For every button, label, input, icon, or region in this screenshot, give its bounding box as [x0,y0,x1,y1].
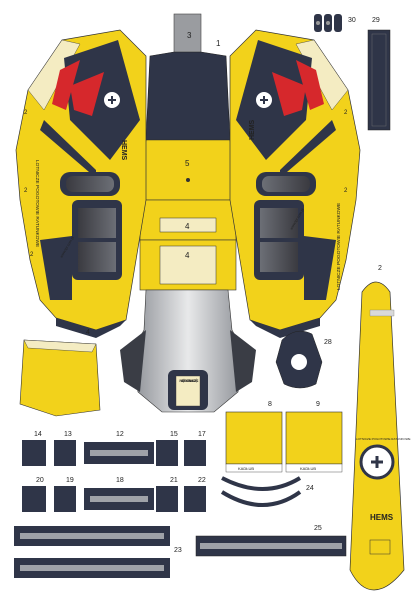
part-number-21: 21 [170,477,178,484]
tail-hems-text: HEMS [370,513,394,522]
small-parts-row-2 [22,486,206,512]
part-number-15: 15 [170,431,178,438]
left-hems-text: HEMS [120,140,127,161]
right-part-number-2b: 2 [344,188,348,194]
tail-part-number-2: 2 [378,265,382,272]
part-9-panel [285,411,343,473]
left-service-name: LOTNICZE POGOTOWIE RATUNKOWE [34,160,40,247]
kadlub-label-right: KADŁUB [300,466,316,471]
part-number-5: 5 [185,159,190,168]
part-number-28: 28 [324,339,332,346]
part-number-9: 9 [316,401,320,408]
part-number-30: 30 [348,17,356,24]
part-number-25: 25 [314,525,322,532]
part-number-18: 18 [116,477,124,484]
right-part-number-2a: 2 [344,110,348,116]
part-number-4-upper: 4 [185,222,190,231]
part-number-13: 13 [64,431,72,438]
part-number-3: 3 [187,31,192,40]
tail-boom-part [349,281,405,591]
central-spine [137,13,239,300]
part-number-24: 24 [306,485,314,492]
part-29-strip [367,29,391,131]
part-number-1: 1 [216,39,221,48]
left-fuselage-side [15,29,147,331]
right-hems-text: HEMS [249,119,256,140]
part-23-strips [14,526,170,578]
part-28 [275,330,323,389]
part-24-arcs [220,476,302,507]
part-number-12: 12 [116,431,124,438]
part-number-4-panel: 4 [86,329,90,336]
part-8-panel [225,411,283,473]
part-number-20: 20 [36,477,44,484]
part-number-22: 22 [198,477,206,484]
small-parts-row-1 [22,440,206,466]
part-number-14: 14 [34,431,42,438]
part-number-29: 29 [372,17,380,24]
right-fuselage-side [229,29,361,338]
part-number-4-lower: 4 [185,251,190,260]
part-number-19: 19 [66,477,74,484]
left-part-number-2c: 2 [30,252,34,258]
nose-cone-part [120,289,256,413]
part-25-strip [195,535,347,557]
tail-ring-text: LOTNICZE POGOTOWIE RATUNKOWE [356,437,411,441]
cut-note: WYCIĄĆ PO WKLEJENIU WALCA CZĘŚCI [179,378,199,383]
part-number-17: 17 [198,431,206,438]
right-service-name: LOTNICZE POGOTOWIE RATUNKOWE [336,203,342,290]
left-fuselage-side-lower-shadow [56,318,126,338]
left-part-number-2b: 2 [24,188,28,194]
part-number-8: 8 [268,401,272,408]
left-part-number-2a: 2 [24,110,28,116]
part-number-23: 23 [174,547,182,554]
part-30-wheels [314,14,342,32]
part-4-panel [19,339,101,417]
kadlub-label-left: KADŁUB [238,466,254,471]
